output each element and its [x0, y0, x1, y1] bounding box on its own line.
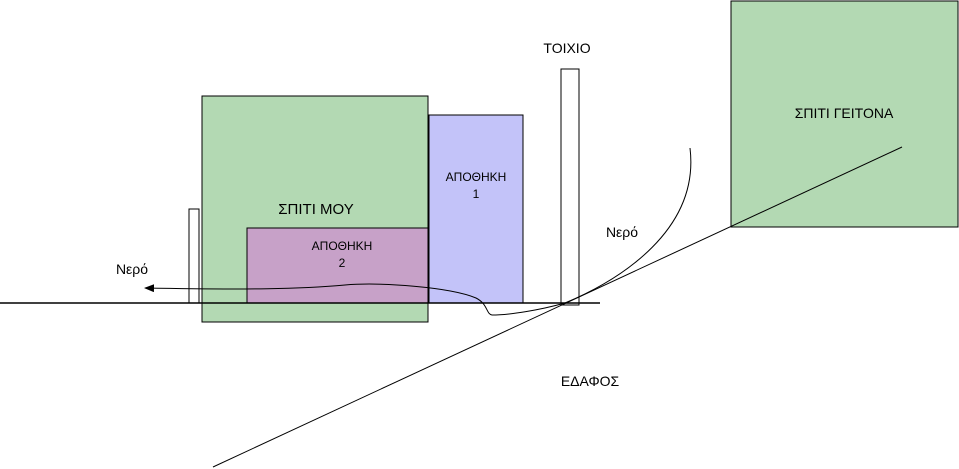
- storage-2-label-line1: ΑΠΟΘΗΚΗ: [312, 239, 373, 253]
- slope-line: [212, 146, 903, 468]
- water-left-label: Νερό: [116, 261, 148, 277]
- neighbor-house-label: ΣΠΙΤΙ ΓΕΙΤΟΝΑ: [795, 105, 894, 121]
- water-flow-curve: [564, 147, 692, 304]
- wall-label: ΤΟΙΧΙΟ: [543, 40, 590, 56]
- neighbor-house-box: [730, 0, 959, 228]
- storage-1-label-line2: 1: [473, 187, 480, 201]
- wall-post: [560, 68, 580, 306]
- storage-1-label-line1: ΑΠΟΘΗΚΗ: [446, 170, 507, 184]
- water-right-label: Νερό: [606, 224, 638, 240]
- water-flow-path: [144, 283, 566, 316]
- storage-2-label-line2: 2: [339, 256, 346, 270]
- storage-1-box: [428, 114, 524, 304]
- my-house-label: ΣΠΙΤΙ ΜΟΥ: [278, 201, 353, 218]
- storage-2-box: [246, 227, 429, 304]
- ground-label: ΕΔΑΦΟΣ: [561, 373, 620, 389]
